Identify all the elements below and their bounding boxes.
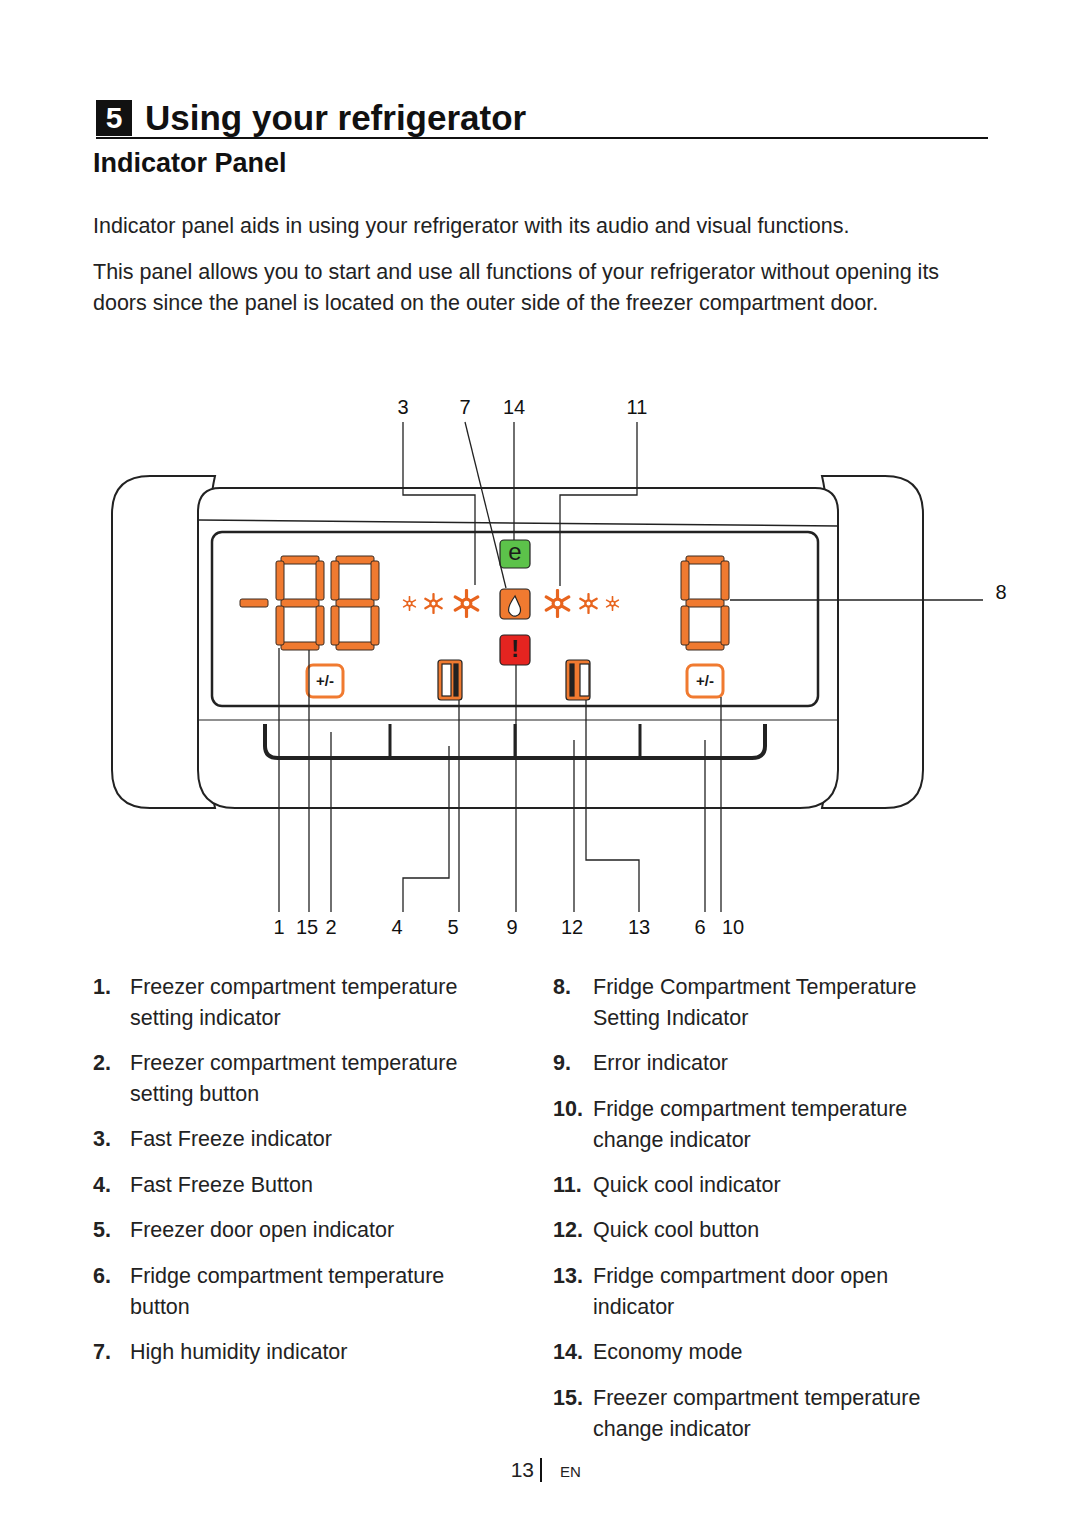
section-heading: Indicator Panel bbox=[93, 146, 693, 180]
digit-segment bbox=[336, 556, 374, 564]
digit-segment bbox=[681, 561, 689, 600]
error-icon bbox=[500, 635, 530, 665]
list-text: Quick cool indicator bbox=[593, 1170, 968, 1201]
callout-number: 4 bbox=[381, 915, 413, 939]
language-code: EN bbox=[560, 1462, 600, 1482]
list-text: Fridge compartment door open indicator bbox=[593, 1261, 968, 1323]
digit-segment bbox=[316, 561, 324, 600]
paragraph: Indicator panel aids in using your refri… bbox=[93, 211, 1023, 242]
digit-segment bbox=[371, 561, 379, 600]
seven-segment-display bbox=[240, 556, 729, 650]
list-text: Freezer compartment temperature setting … bbox=[130, 1048, 510, 1110]
list-number: 4. bbox=[93, 1170, 133, 1201]
droplet bbox=[509, 596, 521, 616]
chapter-box bbox=[96, 100, 132, 136]
digit-segment bbox=[276, 606, 284, 645]
leader-lines bbox=[279, 422, 983, 912]
digit-segment bbox=[686, 642, 724, 650]
list-number: 13. bbox=[553, 1261, 593, 1292]
button-symbol: +/- bbox=[307, 667, 343, 695]
economy-symbol: e bbox=[500, 538, 530, 566]
chapter-number: 5 bbox=[98, 100, 130, 136]
page-number: 13 bbox=[498, 1456, 534, 1484]
list-text: Fast Freeze Button bbox=[130, 1170, 510, 1201]
digit-segment bbox=[316, 606, 324, 645]
callout-number: 15 bbox=[291, 915, 323, 939]
callout-number: 2 bbox=[315, 915, 347, 939]
list-text: Fridge Compartment Temperature Setting I… bbox=[593, 972, 968, 1034]
list-text: Fridge compartment temperature button bbox=[130, 1261, 510, 1323]
list-number: 6. bbox=[93, 1261, 133, 1292]
list-number: 7. bbox=[93, 1337, 133, 1368]
digit-segment bbox=[240, 599, 268, 607]
digit-segment bbox=[721, 606, 729, 645]
list-number: 2. bbox=[93, 1048, 133, 1079]
callout-number: 12 bbox=[556, 915, 588, 939]
digit-segment bbox=[331, 606, 339, 645]
list-number: 1. bbox=[93, 972, 133, 1003]
list-text: Fast Freeze indicator bbox=[130, 1124, 510, 1155]
digit-segment bbox=[281, 599, 319, 607]
paragraph: This panel allows you to start and use a… bbox=[93, 257, 993, 319]
list-text: Economy mode bbox=[593, 1337, 968, 1368]
digit-segment bbox=[331, 561, 339, 600]
digit-segment bbox=[681, 606, 689, 645]
list-number: 12. bbox=[553, 1215, 593, 1246]
list-number: 3. bbox=[93, 1124, 133, 1155]
list-text: Freezer compartment temperature change i… bbox=[593, 1383, 968, 1445]
button-symbol: +/- bbox=[687, 667, 723, 695]
plus-minus-box bbox=[307, 665, 343, 697]
digit-segment bbox=[336, 642, 374, 650]
list-number: 5. bbox=[93, 1215, 133, 1246]
callout-number: 8 bbox=[986, 580, 1016, 604]
callout-number: 13 bbox=[623, 915, 655, 939]
page-title: Using your refrigerator bbox=[145, 98, 995, 138]
digit-segment bbox=[371, 606, 379, 645]
callout-number: 1 bbox=[263, 915, 295, 939]
list-number: 8. bbox=[553, 972, 593, 1003]
list-number: 15. bbox=[553, 1383, 593, 1414]
list-text: Freezer compartment temperature setting … bbox=[130, 972, 510, 1034]
digit-segment bbox=[281, 642, 319, 650]
callout-number: 9 bbox=[496, 915, 528, 939]
list-text: Error indicator bbox=[593, 1048, 968, 1079]
digit-segment bbox=[336, 599, 374, 607]
digit-segment bbox=[721, 561, 729, 600]
callout-number: 3 bbox=[383, 395, 423, 419]
callout-number: 6 bbox=[684, 915, 716, 939]
list-number: 11. bbox=[553, 1170, 593, 1201]
heading-rule bbox=[96, 137, 988, 139]
list-text: High humidity indicator bbox=[130, 1337, 510, 1368]
list-text: Fridge compartment temperature change in… bbox=[593, 1094, 968, 1156]
plus-minus-box bbox=[687, 665, 723, 697]
footer-bar bbox=[540, 1458, 542, 1482]
list-text: Quick cool button bbox=[593, 1215, 968, 1246]
callout-number: 11 bbox=[617, 395, 657, 419]
callout-number: 7 bbox=[445, 395, 485, 419]
callout-number: 5 bbox=[437, 915, 469, 939]
panel-housing bbox=[112, 476, 923, 808]
digit-segment bbox=[686, 556, 724, 564]
digit-segment bbox=[686, 599, 724, 607]
callout-number: 10 bbox=[717, 915, 749, 939]
door-icons bbox=[438, 660, 590, 700]
list-number: 14. bbox=[553, 1337, 593, 1368]
list-text: Freezer door open indicator bbox=[130, 1215, 510, 1246]
list-number: 10. bbox=[553, 1094, 593, 1125]
error-symbol: ! bbox=[500, 634, 530, 664]
callout-number: 14 bbox=[494, 395, 534, 419]
digit-segment bbox=[276, 561, 284, 600]
list-number: 9. bbox=[553, 1048, 593, 1079]
humidity-icon bbox=[500, 589, 530, 619]
digit-segment bbox=[281, 556, 319, 564]
